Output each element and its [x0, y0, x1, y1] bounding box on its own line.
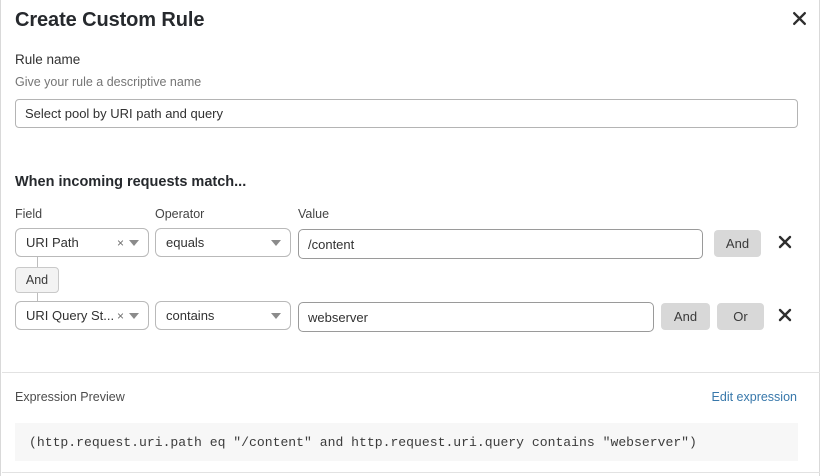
rule-name-label: Rule name	[15, 52, 81, 67]
field-select-1-label: URI Path	[26, 235, 79, 250]
close-icon-glyph	[778, 308, 792, 322]
bottom-divider	[2, 472, 820, 473]
column-header-value: Value	[298, 207, 330, 221]
rule-name-input[interactable]	[15, 99, 798, 128]
value-input-1[interactable]	[298, 229, 703, 259]
close-icon[interactable]	[787, 6, 811, 30]
delete-row-1-button[interactable]	[772, 229, 798, 255]
operator-select-2-chevron-down-icon[interactable]	[271, 312, 281, 319]
connector-and-button[interactable]: And	[15, 267, 59, 293]
condition-row: URI Path × equals And	[1, 228, 820, 262]
expression-preview-label: Expression Preview	[15, 390, 125, 404]
connector-line-bottom	[37, 293, 38, 303]
column-header-operator: Operator	[155, 207, 205, 221]
close-icon-glyph	[792, 11, 806, 25]
or-button-row-2[interactable]: Or	[717, 303, 764, 330]
row-connector: And	[15, 257, 135, 303]
expression-preview-text: (http.request.uri.path eq "/content" and…	[29, 434, 697, 450]
field-select-2-chevron-down-icon[interactable]	[129, 312, 139, 319]
column-header-field: Field	[15, 207, 43, 221]
field-select-1-clear-icon[interactable]: ×	[116, 235, 124, 250]
and-button-row-1[interactable]: And	[714, 230, 761, 257]
field-select-2-clear-icon[interactable]: ×	[116, 308, 124, 323]
match-section-heading: When incoming requests match...	[15, 174, 247, 190]
rule-name-help-text: Give your rule a descriptive name	[15, 75, 202, 89]
operator-select-2[interactable]: contains	[155, 301, 291, 330]
operator-select-1[interactable]: equals	[155, 228, 291, 257]
field-select-2-label: URI Query St...	[26, 308, 115, 323]
operator-select-1-chevron-down-icon[interactable]	[271, 239, 281, 246]
edit-expression-link[interactable]: Edit expression	[711, 390, 797, 404]
section-divider	[2, 372, 820, 373]
operator-select-1-label: equals	[166, 235, 205, 250]
and-button-row-2[interactable]: And	[661, 303, 710, 330]
field-select-2[interactable]: URI Query St... ×	[15, 301, 149, 330]
expression-preview-box: (http.request.uri.path eq "/content" and…	[15, 423, 798, 461]
condition-row: URI Query St... × contains And Or	[1, 301, 820, 335]
field-select-1[interactable]: URI Path ×	[15, 228, 149, 257]
operator-select-2-label: contains	[166, 308, 215, 323]
connector-line-top	[37, 257, 38, 267]
close-icon-glyph	[778, 235, 792, 249]
value-input-2[interactable]	[298, 302, 654, 332]
field-select-1-chevron-down-icon[interactable]	[129, 239, 139, 246]
page-title: Create Custom Rule	[15, 9, 205, 31]
delete-row-2-button[interactable]	[772, 302, 798, 328]
